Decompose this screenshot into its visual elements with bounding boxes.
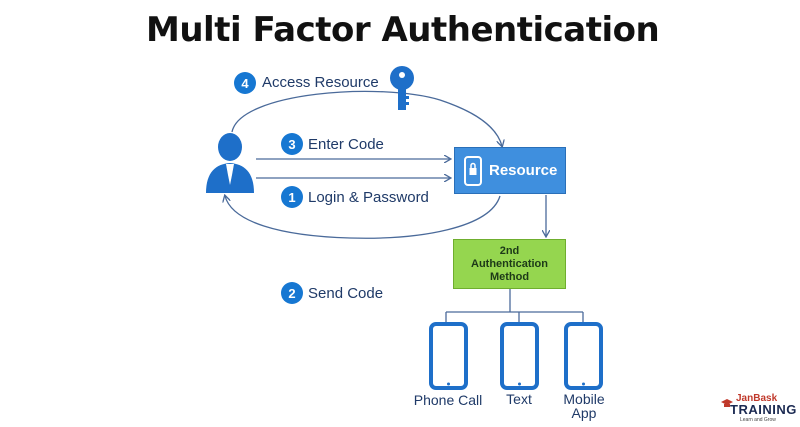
step-3-badge: 3 (281, 133, 303, 155)
mobile-phone-icon (429, 322, 468, 390)
auth-method-line1: 2nd (499, 244, 520, 257)
loop-lower-arrow (225, 196, 501, 239)
device-label-line: Mobile (563, 391, 605, 407)
step-1-label: Login & Password (308, 189, 429, 206)
auth-method-line3: Method (489, 270, 530, 283)
auth-method-box: 2nd Authentication Method (453, 239, 566, 289)
auth-method-line2: Authentication (471, 257, 548, 270)
key-icon (390, 66, 414, 110)
device-label-line: Phone Call (413, 392, 483, 408)
logo-name: TRAINING (730, 402, 797, 417)
user-icon (206, 133, 254, 193)
device-label-mobile-app: Mobile App (552, 392, 616, 420)
step-2-badge: 2 (281, 282, 303, 304)
mobile-phone-icon (564, 322, 603, 390)
resource-box: Resource (454, 147, 566, 194)
janbask-logo: JanBask TRAINING Learn and Grow (716, 393, 798, 425)
step-2-label: Send Code (308, 285, 384, 302)
device-label-text: Text (490, 392, 548, 406)
logo-brand: JanBask (736, 393, 778, 404)
device-label-phone-call: Phone Call (406, 393, 490, 407)
logo-tagline: Learn and Grow (740, 417, 776, 423)
step-4-badge: 4 (234, 72, 256, 94)
mobile-phone-icon (500, 322, 539, 390)
device-label-line: Text (506, 391, 532, 407)
loop-upper-arrow (231, 90, 502, 146)
step-4-label: Access Resource (262, 74, 379, 91)
page-title: Multi Factor Authentication (146, 10, 660, 50)
graduation-cap-icon (721, 399, 733, 407)
phone-lock-icon (464, 155, 482, 186)
device-label-line: App (571, 405, 597, 421)
step-3-label: Enter Code (308, 136, 384, 153)
step-1-badge: 1 (281, 186, 303, 208)
resource-label: Resource (489, 162, 558, 179)
